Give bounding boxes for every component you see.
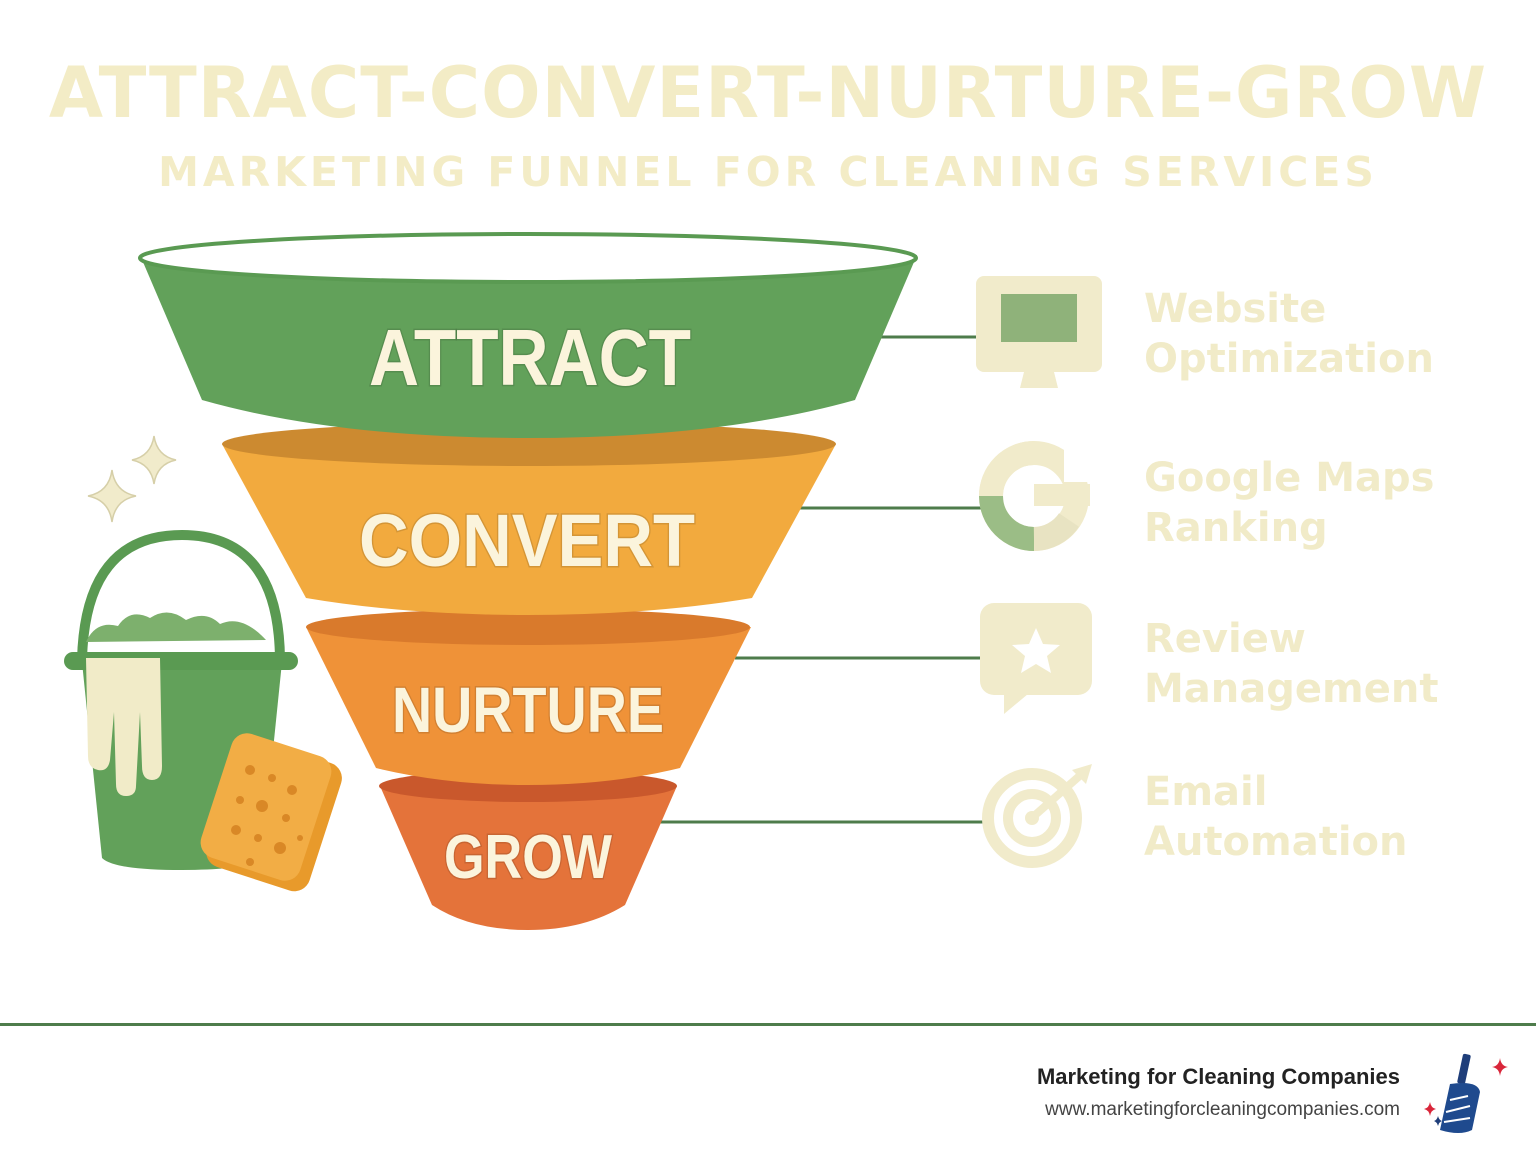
funnel-stage-grow: GROW: [379, 770, 677, 930]
sparkle-icon: [87, 435, 177, 523]
tactic-line2: Optimization: [1144, 336, 1434, 382]
page-subtitle: MARKETING FUNNEL FOR CLEANING SERVICES: [158, 148, 1378, 196]
funnel-stage-convert: CONVERT: [222, 422, 836, 615]
tactic-website-optimization: Website Optimization: [1144, 284, 1434, 384]
footer-brand-name: Marketing for Cleaning Companies: [1036, 1064, 1400, 1089]
funnel-label-nurture: NURTURE: [392, 674, 664, 746]
connector-lines: [650, 335, 984, 824]
tactic-line1: Google Maps: [1144, 455, 1435, 501]
tactic-line2: Ranking: [1144, 505, 1328, 551]
footer-divider: [0, 1023, 1536, 1026]
funnel-diagram: GROW NURTURE CONVERT ATTRACT: [64, 232, 1102, 930]
star-speech-bubble-icon: [980, 603, 1092, 714]
monitor-icon: [976, 276, 1102, 388]
tactic-line1: Email: [1144, 769, 1268, 815]
funnel-stage-nurture: NURTURE: [306, 609, 751, 785]
tactic-line1: Review: [1144, 616, 1306, 662]
tactic-line1: Website: [1144, 286, 1327, 332]
tactic-review-management: Review Management: [1144, 614, 1438, 714]
funnel-label-grow: GROW: [444, 823, 612, 892]
tactic-line2: Automation: [1144, 819, 1408, 865]
google-g-icon: [979, 440, 1094, 551]
footer-url[interactable]: www.marketingforcleaningcompanies.com: [1045, 1099, 1400, 1120]
sponge-icon: [200, 733, 342, 892]
funnel-label-convert: CONVERT: [359, 499, 695, 582]
page-title: ATTRACT-CONVERT-NURTURE-GROW: [48, 52, 1488, 134]
funnel-label-attract: ATTRACT: [369, 313, 691, 402]
tactic-google-maps-ranking: Google Maps Ranking: [1144, 453, 1434, 553]
target-icon: [982, 764, 1092, 868]
funnel-stage-attract: ATTRACT: [138, 232, 918, 438]
broom-logo-icon: [1424, 1053, 1508, 1133]
tactic-line2: Management: [1144, 666, 1439, 712]
tactic-email-automation: Email Automation: [1144, 767, 1408, 867]
